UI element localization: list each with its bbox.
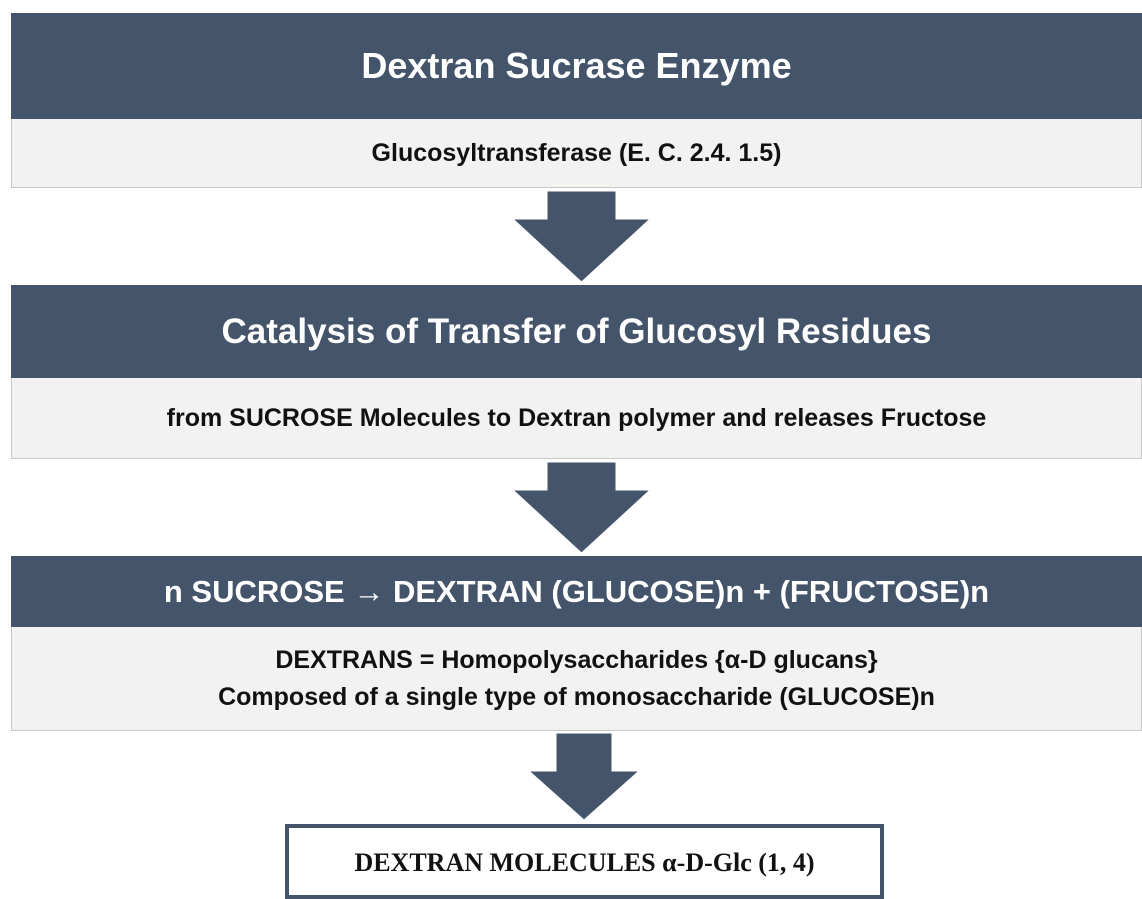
- step3-detail: DEXTRANS = Homopolysaccharides {α-D gluc…: [11, 627, 1142, 731]
- step3-detail-line-1: DEXTRANS = Homopolysaccharides {α-D gluc…: [275, 645, 878, 674]
- step3-title: n SUCROSE → DEXTRAN (GLUCOSE)n + (FRUCTO…: [11, 556, 1142, 627]
- step2-title: Catalysis of Transfer of Glucosyl Residu…: [11, 285, 1142, 378]
- result-box: DEXTRAN MOLECULES α-D-Glc (1, 4): [285, 824, 884, 899]
- down-arrow-icon: [529, 733, 639, 820]
- result-title: DEXTRAN MOLECULES α-D-Glc (1, 4): [354, 848, 815, 877]
- down-arrow-icon: [513, 462, 650, 553]
- step1-title: Dextran Sucrase Enzyme: [11, 13, 1142, 119]
- step1-detail: Glucosyltransferase (E. C. 2.4. 1.5): [11, 119, 1142, 188]
- step2-detail: from SUCROSE Molecules to Dextran polyme…: [11, 378, 1142, 459]
- step3-detail-line-2: Composed of a single type of monosacchar…: [218, 682, 935, 711]
- down-arrow-icon: [513, 191, 650, 282]
- step2-detail-text: from SUCROSE Molecules to Dextran polyme…: [166, 403, 987, 432]
- step1-detail-text: Glucosyltransferase (E. C. 2.4. 1.5): [371, 138, 782, 167]
